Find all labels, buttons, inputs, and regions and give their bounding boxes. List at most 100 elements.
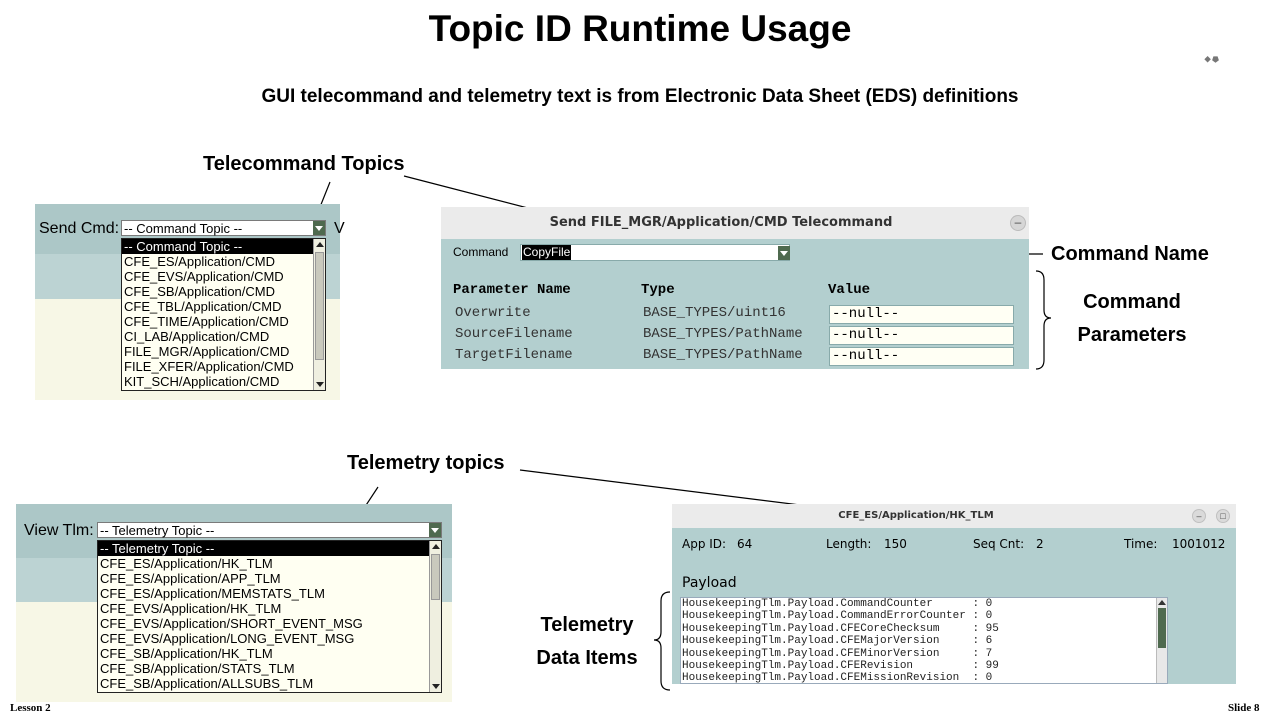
scroll-down-icon[interactable] xyxy=(315,379,325,389)
callout-line: Parameters xyxy=(1077,324,1187,346)
footer-slide-number: Slide 8 xyxy=(1228,702,1260,714)
dropdown-option[interactable]: CFE_EVS/Application/SHORT_EVENT_MSG xyxy=(100,616,363,631)
command-topic-scrollbar[interactable] xyxy=(313,239,325,390)
payload-row: HousekeepingTlm.Payload.CommandCounter :… xyxy=(682,598,993,610)
dropdown-option[interactable]: CFE_TBL/Application/CMD xyxy=(124,299,282,314)
send-telecommand-dialog: Send FILE_MGR/Application/CMD Telecomman… xyxy=(441,207,1029,369)
dropdown-option[interactable]: FILE_MGR/Application/CMD xyxy=(124,344,290,359)
dropdown-option[interactable]: CFE_ES/Application/APP_TLM xyxy=(100,571,281,586)
param-name: TargetFilename xyxy=(455,347,573,363)
dropdown-option[interactable]: CFE_TIME/Application/CMD xyxy=(124,314,289,329)
telemetry-topic-dropdown-button[interactable] xyxy=(429,523,441,537)
callout-telemetry-data-items: Telemetry Data Items xyxy=(522,609,652,675)
param-name: SourceFilename xyxy=(455,326,573,342)
dropdown-option[interactable]: CFE_EVS/Application/LONG_EVENT_MSG xyxy=(100,631,355,646)
col-header-type: Type xyxy=(641,282,675,298)
param-type: BASE_TYPES/PathName xyxy=(643,347,803,363)
scroll-up-icon[interactable] xyxy=(315,240,325,250)
command-name-dropdown-button[interactable] xyxy=(778,246,790,260)
payload-scrollbar[interactable] xyxy=(1156,598,1167,683)
command-name-select[interactable]: CopyFile xyxy=(520,244,790,261)
time-value: 1001012 xyxy=(1172,537,1226,551)
app-id-value: 64 xyxy=(737,537,753,551)
dropdown-option[interactable]: CFE_ES/Application/CMD xyxy=(124,254,275,269)
dropdown-option[interactable]: CI_LAB/Application/CMD xyxy=(124,329,270,344)
send-cmd-label: Send Cmd: xyxy=(39,220,120,237)
payload-row: HousekeepingTlm.Payload.CFEMinorVersion … xyxy=(682,647,993,660)
length-label: Length: xyxy=(826,537,872,551)
param-value-field[interactable]: --null-- xyxy=(829,347,1014,366)
command-topic-select[interactable]: -- Command Topic -- xyxy=(121,220,326,236)
seq-cnt-label: Seq Cnt: xyxy=(973,537,1025,551)
resize-icon: ⯁⯂ xyxy=(1204,55,1219,65)
telemetry-topic-scrollbar[interactable] xyxy=(429,541,441,692)
param-type: BASE_TYPES/PathName xyxy=(643,326,803,342)
dialog-titlebar: Send FILE_MGR/Application/CMD Telecomman… xyxy=(441,207,1029,239)
callout-line: Command xyxy=(1083,291,1181,313)
dropdown-option[interactable]: CFE_EVS/Application/CMD xyxy=(124,269,284,284)
callout-telemetry-topics: Telemetry topics xyxy=(347,452,505,474)
param-name: Overwrite xyxy=(455,305,531,321)
maximize-icon[interactable]: □ xyxy=(1216,509,1230,523)
dropdown-option[interactable]: CFE_ES/Application/MEMSTATS_TLM xyxy=(100,586,325,601)
param-type: BASE_TYPES/uint16 xyxy=(643,305,786,321)
dropdown-option[interactable]: CFE_SB/Application/STATS_TLM xyxy=(100,661,295,676)
seq-cnt-value: 2 xyxy=(1036,537,1044,551)
callout-line: Telemetry xyxy=(540,614,634,636)
scrollbar-thumb[interactable] xyxy=(315,252,324,360)
tlm-window-titlebar: CFE_ES/Application/HK_TLM – □ xyxy=(672,504,1236,528)
param-value-field[interactable]: --null-- xyxy=(829,305,1014,324)
dropdown-option[interactable]: CFE_SB/Application/HK_TLM xyxy=(100,646,273,661)
dropdown-option[interactable]: FILE_XFER/Application/CMD xyxy=(124,359,294,374)
payload-row: HousekeepingTlm.Payload.CFEMajorVersion … xyxy=(682,635,993,648)
brace-telemetry-data-items xyxy=(653,591,671,691)
payload-row: HousekeepingTlm.Payload.CFERevision : 99 xyxy=(682,660,999,673)
length-value: 150 xyxy=(884,537,907,551)
scrollbar-thumb[interactable] xyxy=(1158,608,1166,648)
command-topic-dropdown-button[interactable] xyxy=(313,221,325,235)
dropdown-option[interactable]: CFE_EVS/Application/HK_TLM xyxy=(100,601,282,616)
send-cmd-panel: Send Cmd: -- Command Topic -- V -- Comma… xyxy=(35,204,345,400)
callout-line: Data Items xyxy=(536,647,638,669)
payload-row: HousekeepingTlm.Payload.CFEMissionRevisi… xyxy=(682,672,993,684)
dropdown-option[interactable]: KIT_SCH/Application/CMD xyxy=(124,374,280,389)
view-tlm-label: View Tlm: xyxy=(24,522,94,539)
app-id-label: App ID: xyxy=(682,537,727,551)
scroll-up-icon[interactable] xyxy=(1157,598,1167,606)
brace-command-parameters xyxy=(1035,270,1052,370)
time-label: Time: xyxy=(1124,537,1158,551)
telemetry-topic-select[interactable]: -- Telemetry Topic -- xyxy=(97,522,442,538)
col-header-parameter-name: Parameter Name xyxy=(453,282,571,298)
telemetry-topic-dropdown[interactable]: -- Telemetry Topic -- CFE_ES/Application… xyxy=(97,540,442,693)
col-header-value: Value xyxy=(828,282,871,298)
view-tlm-panel: View Tlm: -- Telemetry Topic -- -- Telem… xyxy=(16,504,452,702)
callout-command-name: Command Name xyxy=(1051,243,1209,265)
dropdown-option[interactable]: CFE_ES/Application/HK_TLM xyxy=(100,556,273,571)
command-label: Command xyxy=(453,245,509,259)
dropdown-option[interactable]: CFE_SB/Application/CMD xyxy=(124,284,275,299)
command-name-value: CopyFile xyxy=(522,245,572,260)
dropdown-option[interactable]: CFE_SB/Application/ALLSUBS_TLM xyxy=(100,676,314,691)
callout-command-parameters: Command Parameters xyxy=(1062,286,1202,352)
panel-label-cutoff: V xyxy=(334,220,345,237)
minimize-icon[interactable]: – xyxy=(1010,215,1026,231)
payload-row: HousekeepingTlm.Payload.CFECoreChecksum … xyxy=(682,622,999,635)
scroll-down-icon[interactable] xyxy=(431,681,441,691)
payload-list[interactable]: HousekeepingTlm.Payload.CommandCounter :… xyxy=(680,597,1168,684)
dropdown-option[interactable]: -- Telemetry Topic -- xyxy=(98,541,441,556)
slide-title: Topic ID Runtime Usage xyxy=(428,8,852,49)
scrollbar-thumb[interactable] xyxy=(431,554,440,600)
slide-subtitle: GUI telecommand and telemetry text is fr… xyxy=(261,86,1019,107)
callout-telecommand-topics: Telecommand Topics xyxy=(203,153,405,175)
command-topic-dropdown[interactable]: -- Command Topic -- CFE_ES/Application/C… xyxy=(121,238,326,391)
tlm-window-title: CFE_ES/Application/HK_TLM xyxy=(838,510,994,521)
scroll-up-icon[interactable] xyxy=(431,542,441,552)
payload-row: HousekeepingTlm.Payload.CommandErrorCoun… xyxy=(682,610,993,623)
payload-label: Payload xyxy=(682,575,737,591)
param-value-field[interactable]: --null-- xyxy=(829,326,1014,345)
footer-lesson: Lesson 2 xyxy=(10,702,51,714)
minimize-icon[interactable]: – xyxy=(1192,509,1206,523)
telemetry-window: CFE_ES/Application/HK_TLM – □ App ID: 64… xyxy=(672,504,1236,684)
dropdown-option[interactable]: -- Command Topic -- xyxy=(122,239,325,254)
dialog-title: Send FILE_MGR/Application/CMD Telecomman… xyxy=(549,215,893,230)
